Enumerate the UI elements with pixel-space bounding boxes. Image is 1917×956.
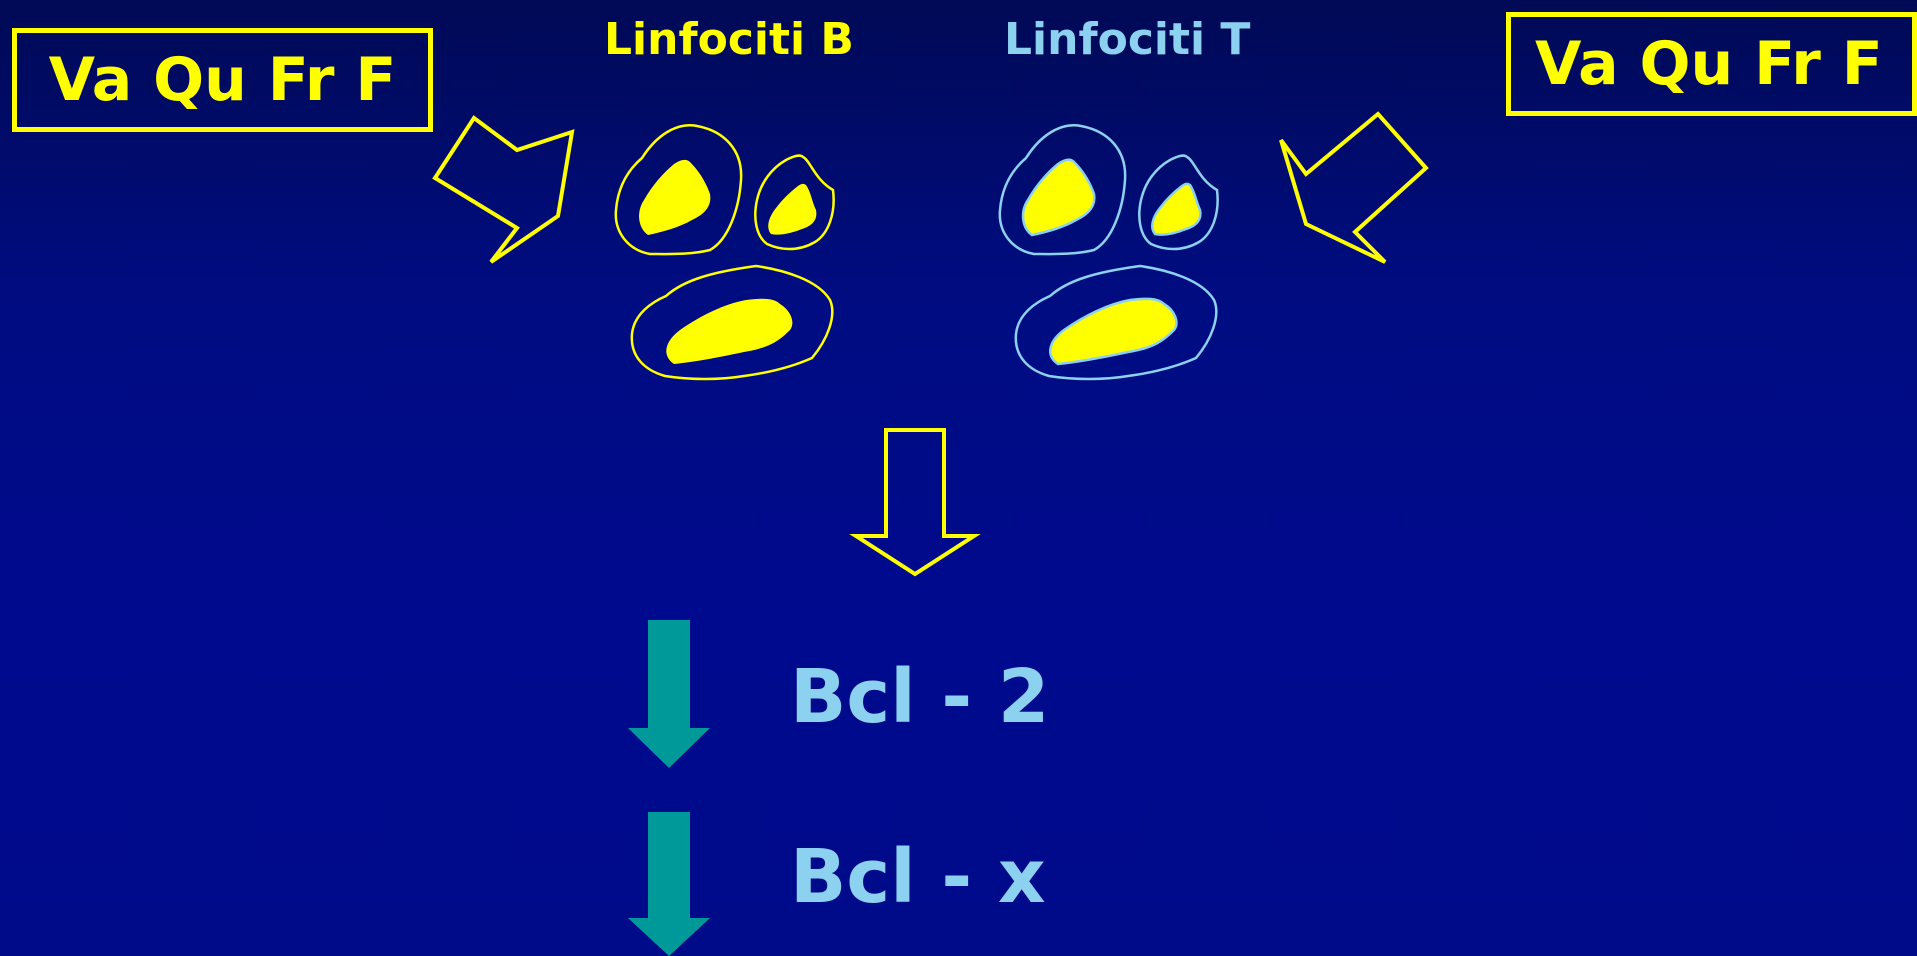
center-hollow-down-arrow	[849, 428, 981, 577]
decrease-arrow-1	[628, 620, 710, 768]
marker-bclx-label: Bcl - x	[790, 834, 1046, 920]
stimulus-box-right: Va Qu Fr F	[1506, 12, 1917, 116]
t-cell-small	[1138, 154, 1219, 251]
b-cell-small	[754, 154, 835, 251]
t-lymphocytes	[998, 124, 1219, 381]
b-lymphocytes	[614, 124, 835, 381]
stimulus-label-left: Va Qu Fr F	[48, 45, 397, 115]
b-nucleus-bottom	[666, 298, 793, 364]
b-nucleus-small	[768, 183, 817, 235]
t-cell-bottom	[1014, 264, 1218, 381]
marker-bcl2-label: Bcl - 2	[790, 654, 1050, 740]
decrease-arrow-2	[628, 812, 710, 956]
t-nucleus-large	[1021, 158, 1096, 237]
t-lymphocytes-heading: Linfociti T	[1004, 14, 1251, 65]
t-nucleus-bottom	[1049, 297, 1178, 366]
right-hollow-arrow	[1279, 111, 1429, 264]
t-nucleus-small	[1151, 182, 1202, 236]
b-cell-large	[614, 124, 743, 256]
t-cell-large	[998, 124, 1127, 256]
b-cell-bottom	[630, 264, 834, 381]
stimulus-box-left: Va Qu Fr F	[12, 28, 433, 132]
b-nucleus-large	[639, 159, 711, 235]
stimulus-label-right: Va Qu Fr F	[1535, 29, 1883, 99]
left-hollow-arrow	[432, 115, 575, 264]
b-lymphocytes-heading: Linfociti B	[604, 14, 854, 65]
